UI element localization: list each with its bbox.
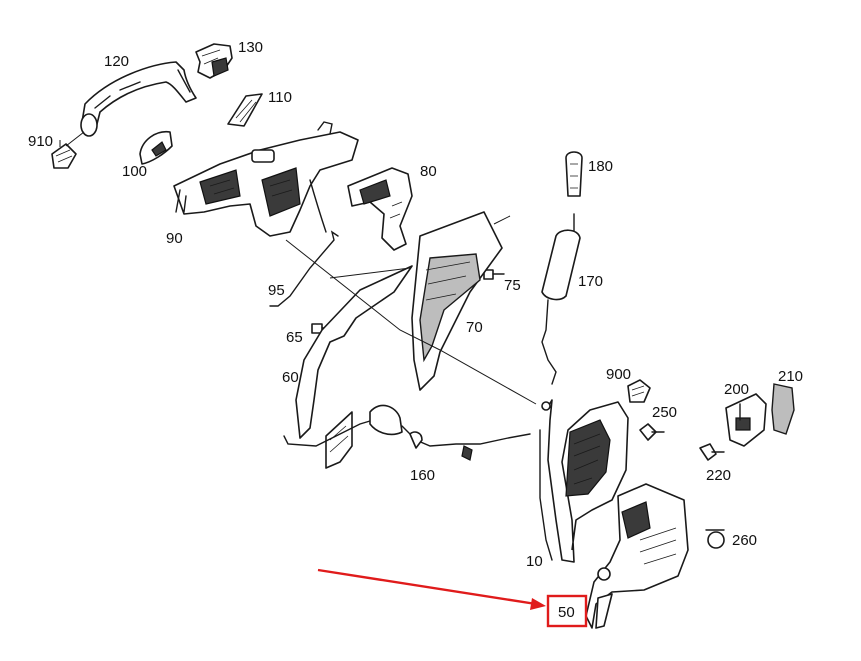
part-910-cap [51,131,85,169]
callout-210: 210 [778,368,803,385]
part-100-gasket [139,130,173,165]
callout-10: 10 [526,553,543,570]
part-70-foam-block [411,211,503,391]
part-90-handle-carrier [173,121,359,237]
callout-90: 90 [166,230,183,247]
callout-160: 160 [410,467,435,484]
callout-65: 65 [286,329,303,346]
highlight-arrow [317,568,546,610]
callout-120: 120 [104,53,129,70]
part-900-cap [627,379,651,403]
callout-80: 80 [420,163,437,180]
callout-60: 60 [282,369,299,386]
callout-100: 100 [122,163,147,180]
callout-250: 250 [652,404,677,421]
part-130-handle-cap [195,43,233,79]
callout-260: 260 [732,532,757,549]
callout-910: 910 [28,133,53,150]
part-200-striker [725,393,767,447]
part-50-bracket [585,483,689,629]
part-220-screw [699,443,725,461]
callout-110: 110 [268,89,292,106]
callout-130: 130 [238,39,263,56]
part-170-rod [541,213,581,385]
part-95-rod [269,179,339,307]
part-250-screw [639,423,665,441]
callout-75: 75 [504,277,521,294]
part-210-shim [771,383,795,435]
part-110-gasket [227,93,263,127]
callout-170: 170 [578,273,603,290]
part-120-outer-handle [80,61,197,137]
part-75-screw [483,269,505,280]
callout-70: 70 [466,319,483,336]
callout-50: 50 [558,604,575,621]
part-160-cable [283,404,531,461]
callout-220: 220 [706,467,731,484]
part-80-bracket [347,167,413,251]
callout-95: 95 [268,282,285,299]
callout-180: 180 [588,158,613,175]
part-10-door-lock [539,399,629,563]
callout-200: 200 [724,381,749,398]
assembly-guide-lines [285,215,537,405]
part-260-screw [705,529,725,549]
highlight-box [546,594,588,628]
callout-900: 900 [606,366,631,383]
part-60-cover [295,265,413,469]
part-180-knob [565,151,583,197]
